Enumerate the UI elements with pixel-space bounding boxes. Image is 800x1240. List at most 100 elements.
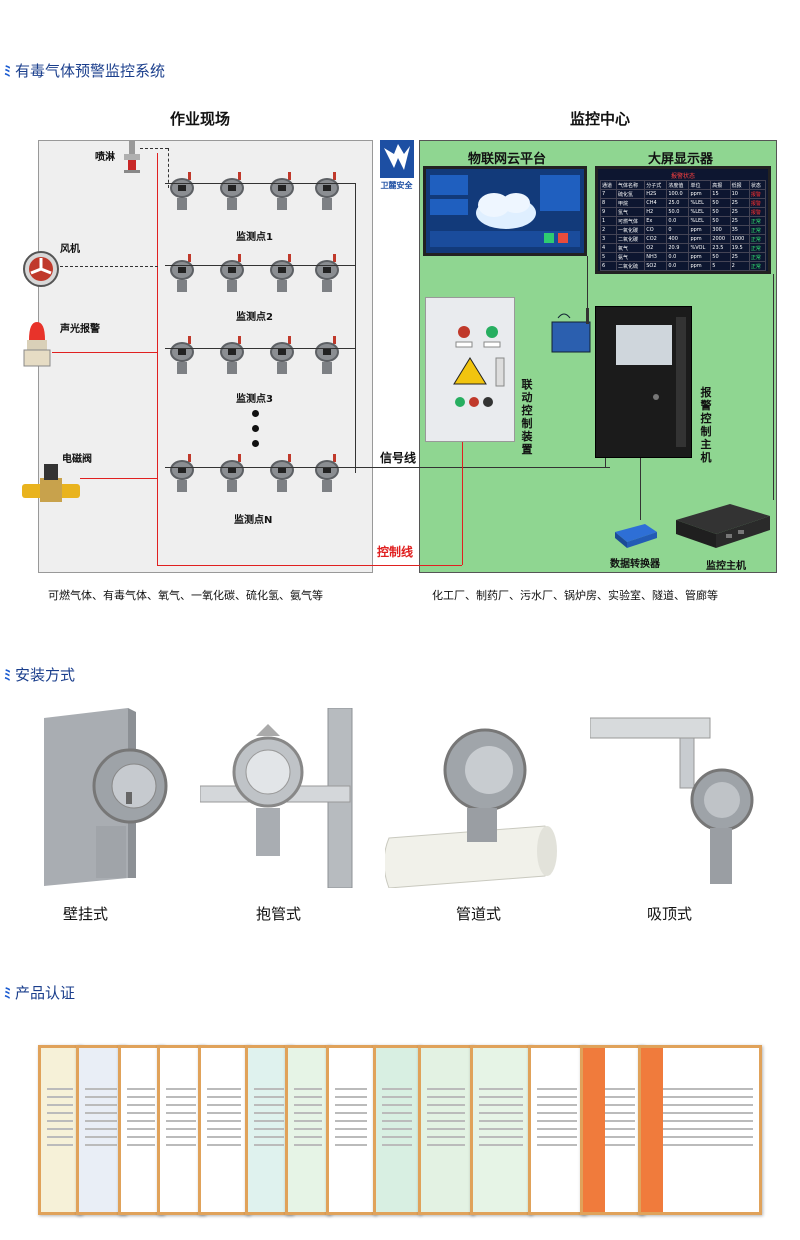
- table-cell: 25: [729, 252, 750, 262]
- control-line-label: 控制线: [377, 545, 414, 559]
- data-link: [773, 274, 774, 500]
- table-header-cell: 气体名称: [615, 180, 646, 190]
- section-marker-icon: ﾐ: [4, 63, 11, 80]
- table-cell: 二氧化硫: [615, 261, 646, 271]
- table-cell: 氧气: [615, 243, 646, 253]
- signal-line: [355, 467, 610, 468]
- table-cell: CO2: [644, 234, 668, 244]
- table-cell: O2: [644, 243, 668, 253]
- alarm-light-icon: [23, 322, 51, 367]
- gas-detector-icon: [270, 336, 294, 374]
- signal-bus: [165, 467, 355, 468]
- certificate-image: [326, 1045, 376, 1215]
- table-cell: 50: [710, 207, 731, 217]
- iot-platform-label: 物联网云平台: [468, 152, 547, 167]
- table-cell: 50: [710, 198, 731, 208]
- mount-caption: 抱管式: [256, 905, 302, 923]
- table-cell: 50: [710, 252, 731, 262]
- big-screen-label: 大屏显示器: [648, 152, 714, 167]
- table-cell: 0: [666, 225, 690, 235]
- table-cell: 正常: [748, 216, 767, 226]
- monitor-point-label: 监测点2: [236, 312, 273, 323]
- table-cell: H2S: [644, 189, 668, 199]
- certificate-image: [638, 1045, 762, 1215]
- section-title-system: ﾐ 有毒气体预警监控系统: [4, 60, 165, 81]
- alarm-control-host: [595, 306, 692, 458]
- data-link: [587, 256, 588, 308]
- gas-detector-icon: [220, 336, 244, 374]
- gas-detector-icon: [170, 454, 194, 492]
- monitor-host-label: 监控主机: [706, 561, 746, 572]
- section-title-text: 产品认证: [15, 984, 76, 1002]
- certificate-image: [418, 1045, 474, 1215]
- section-title-install: ﾐ 安装方式: [4, 664, 75, 685]
- host-front-icon: [616, 317, 686, 447]
- table-cell: 0.0: [666, 216, 690, 226]
- data-converter-icon: [615, 524, 657, 548]
- table-cell: 35: [729, 225, 750, 235]
- gas-detector-icon: [270, 454, 294, 492]
- table-cell: 300: [710, 225, 731, 235]
- table-cell: 2: [600, 225, 617, 235]
- cloud-icon: [430, 175, 580, 247]
- table-cell: 25: [729, 207, 750, 217]
- sprinkler-icon: [124, 140, 140, 173]
- table-cell: 可燃气体: [615, 216, 646, 226]
- converter-label: 数据转换器: [610, 559, 660, 570]
- table-cell: 二氧化碳: [615, 234, 646, 244]
- table-cell: 5: [600, 252, 617, 262]
- table-cell: 报警: [748, 207, 767, 217]
- screen-header: 报警状态: [670, 173, 695, 180]
- cabinet-panel-icon: [453, 326, 505, 407]
- gas-detector-icon: [170, 336, 194, 374]
- fan-icon: [23, 251, 59, 287]
- table-cell: ppm: [688, 261, 712, 271]
- fan-label: 风机: [60, 244, 80, 255]
- table-cell: 正常: [748, 243, 767, 253]
- table-cell: 20.9: [666, 243, 690, 253]
- table-cell: 23.5: [710, 243, 731, 253]
- table-cell: 15: [710, 189, 731, 199]
- table-cell: 8: [600, 198, 617, 208]
- table-cell: %LEL: [688, 216, 712, 226]
- table-cell: 报警: [748, 189, 767, 199]
- certificate-image: [198, 1045, 250, 1215]
- section-title-text: 安装方式: [15, 666, 76, 684]
- gas-detector-icon: [315, 336, 339, 374]
- ceiling-mount-image: [590, 717, 754, 884]
- table-header-cell: 高报: [710, 180, 731, 190]
- table-cell: 25.0: [666, 198, 690, 208]
- wall-mount-image: [44, 708, 168, 886]
- table-cell: 正常: [748, 261, 767, 271]
- gas-detector-icon: [315, 454, 339, 492]
- signal-bus: [355, 183, 356, 473]
- table-cell: SO2: [644, 261, 668, 271]
- ellipsis-dot: [252, 425, 259, 432]
- dashed-link: [140, 148, 168, 149]
- table-cell: ppm: [688, 252, 712, 262]
- gases-caption: 可燃气体、有毒气体、氧气、一氧化碳、硫化氢、氨气等: [48, 589, 323, 602]
- logo-text: 卫麓安全: [380, 181, 413, 190]
- table-cell: 2000: [710, 234, 731, 244]
- control-line: [80, 478, 157, 479]
- table-cell: 1000: [729, 234, 750, 244]
- signal-bus: [165, 183, 355, 184]
- table-header-cell: 浓度值: [666, 180, 690, 190]
- monitor-point-label: 监测点3: [236, 394, 273, 405]
- table-cell: 4: [600, 243, 617, 253]
- pipe-mount-image: [200, 708, 353, 888]
- table-cell: 25: [729, 198, 750, 208]
- certificate-image: [528, 1045, 586, 1215]
- table-header-row: 通道气体名称分子式浓度值单位高报低报状态: [600, 180, 767, 190]
- monitor-point-label: 监测点1: [236, 232, 273, 243]
- control-line: [157, 153, 158, 565]
- table-cell: 正常: [748, 234, 767, 244]
- table-cell: 报警: [748, 198, 767, 208]
- monitor-host-icon: [676, 504, 770, 548]
- table-cell: 6: [600, 261, 617, 271]
